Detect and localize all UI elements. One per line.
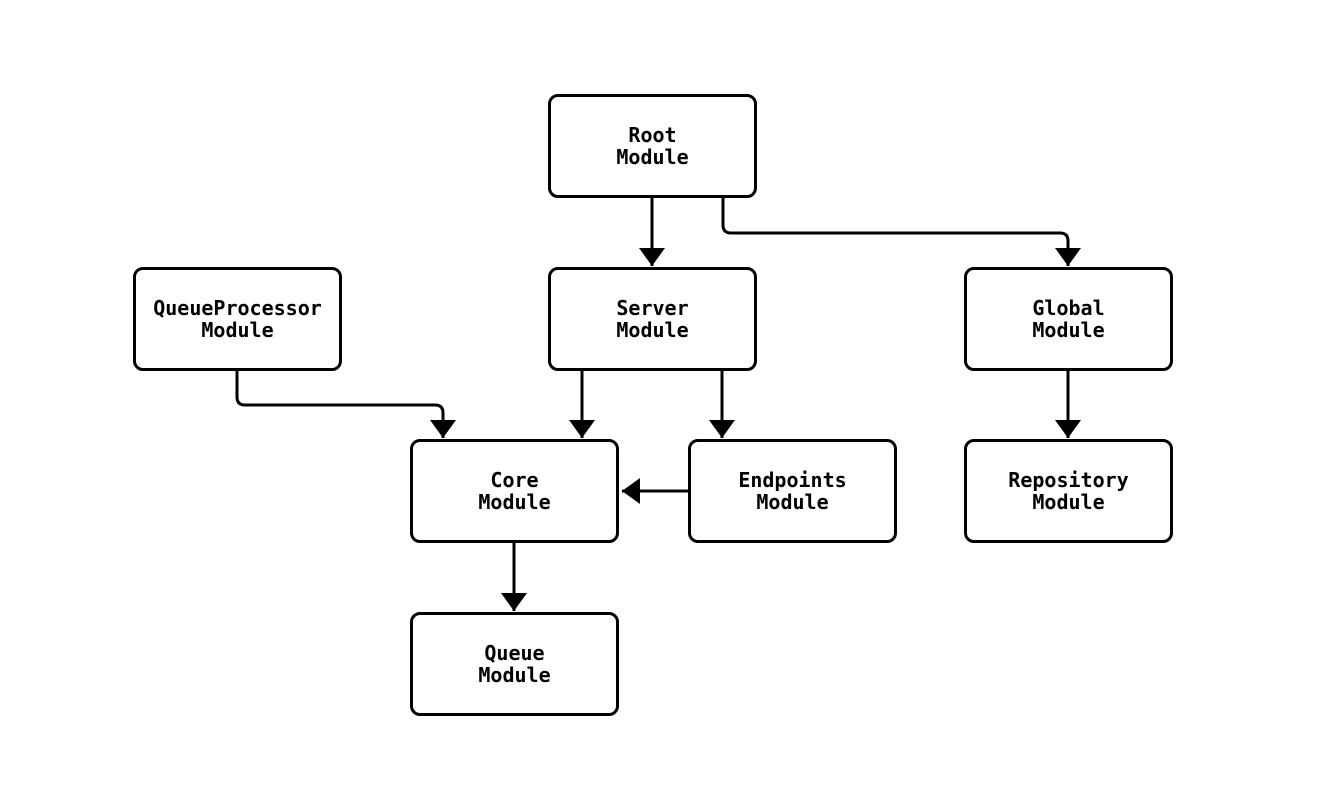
node-global-module-label: Global Module bbox=[1032, 296, 1105, 342]
node-core-module-label: Core Module bbox=[478, 468, 551, 514]
node-queue-module: Queue Module bbox=[410, 612, 619, 716]
edge-root-to-global bbox=[721, 198, 1081, 266]
node-root-module-label: Root Module bbox=[616, 123, 689, 169]
node-root-module: Root Module bbox=[548, 94, 757, 198]
node-global-module: Global Module bbox=[964, 267, 1173, 371]
node-queue-module-label: Queue Module bbox=[478, 641, 551, 687]
node-queue-processor-module: QueueProcessor Module bbox=[133, 267, 342, 371]
node-endpoints-module-label: Endpoints Module bbox=[738, 468, 847, 514]
node-core-module: Core Module bbox=[410, 439, 619, 543]
node-queue-processor-module-label: QueueProcessor Module bbox=[153, 296, 322, 342]
node-endpoints-module: Endpoints Module bbox=[688, 439, 897, 543]
node-repository-module-label: Repository Module bbox=[1008, 468, 1129, 514]
edge-queue-processor-to-core bbox=[235, 371, 456, 438]
node-server-module-label: Server Module bbox=[616, 296, 689, 342]
node-server-module: Server Module bbox=[548, 267, 757, 371]
node-repository-module: Repository Module bbox=[964, 439, 1173, 543]
